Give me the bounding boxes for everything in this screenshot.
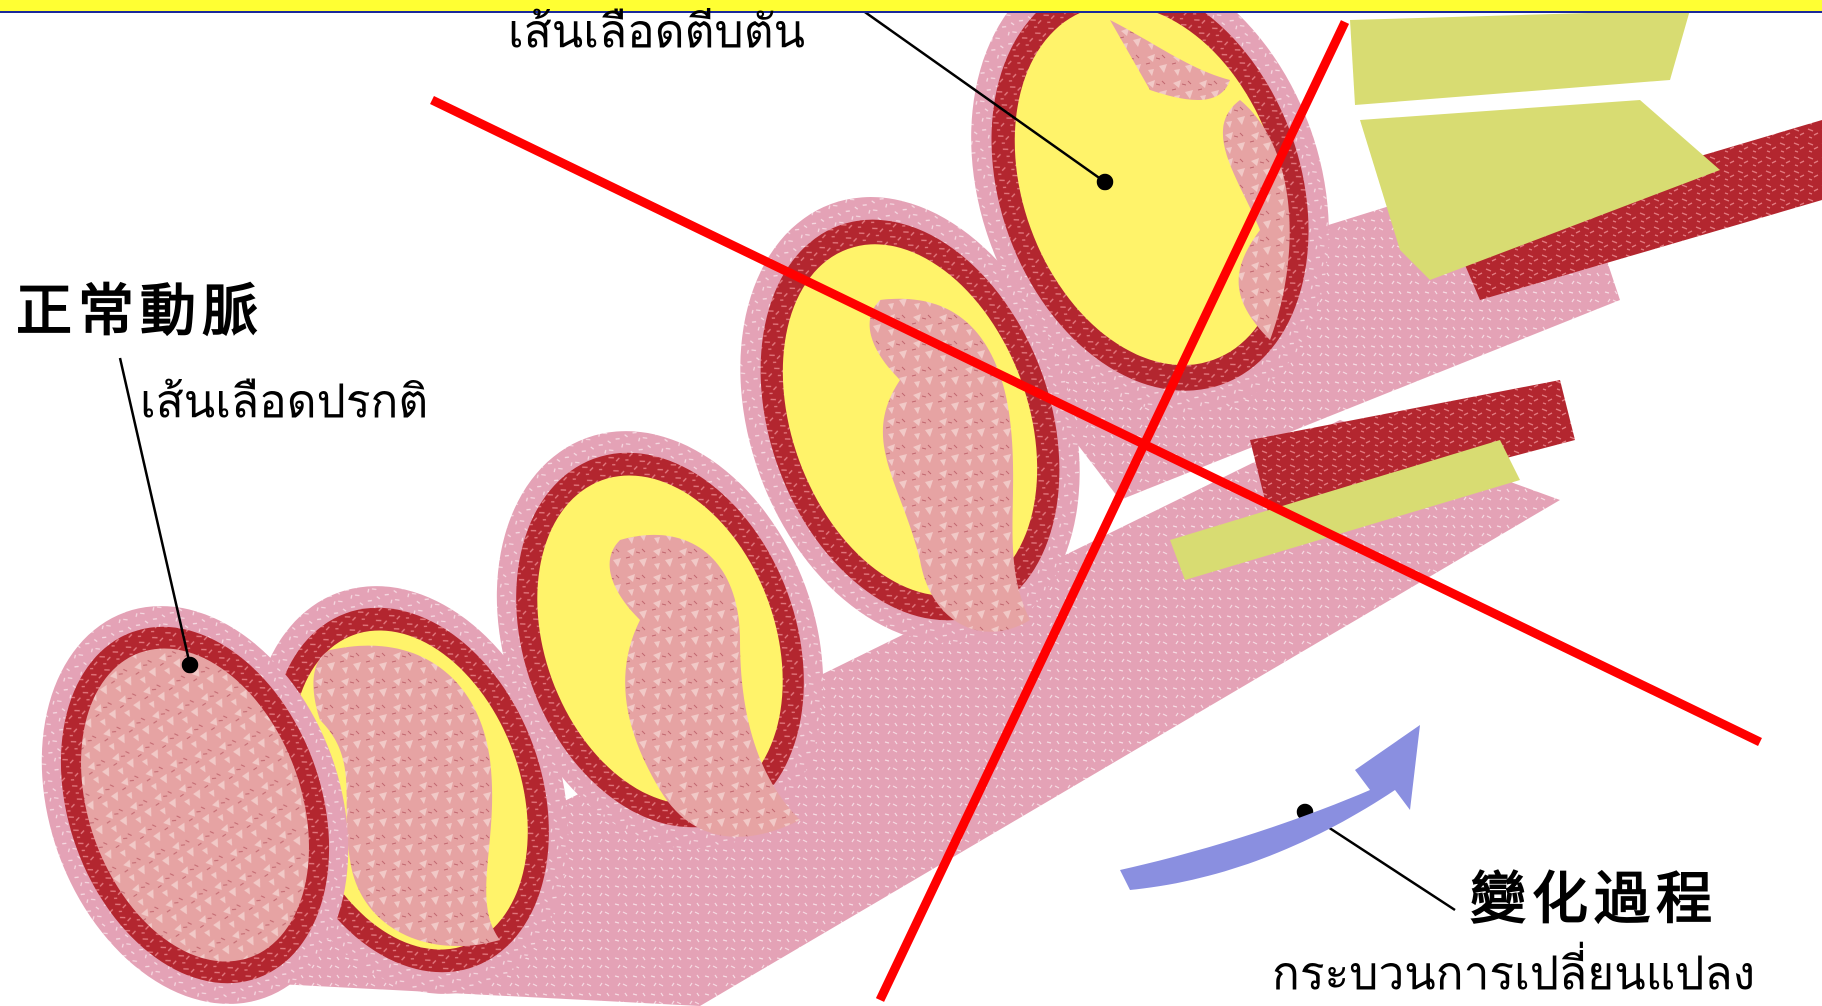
label-process-chinese: 變化過程: [1470, 872, 1718, 928]
slide-top-bar: [0, 0, 1822, 13]
label-process-thai: กระบวนการเปลี่ยนแปลง: [1272, 950, 1755, 996]
leader-dot-normal: [183, 658, 197, 672]
label-blocked-artery-thai: เส้นเลือดตีบตัน: [508, 8, 805, 54]
label-normal-artery-chinese: 正常動脈: [16, 284, 264, 340]
leader-dot-blocked: [1098, 175, 1112, 189]
label-normal-artery-thai: เส้นเลือดปรกติ: [140, 378, 428, 424]
curved-arrow-icon: [1120, 725, 1420, 890]
